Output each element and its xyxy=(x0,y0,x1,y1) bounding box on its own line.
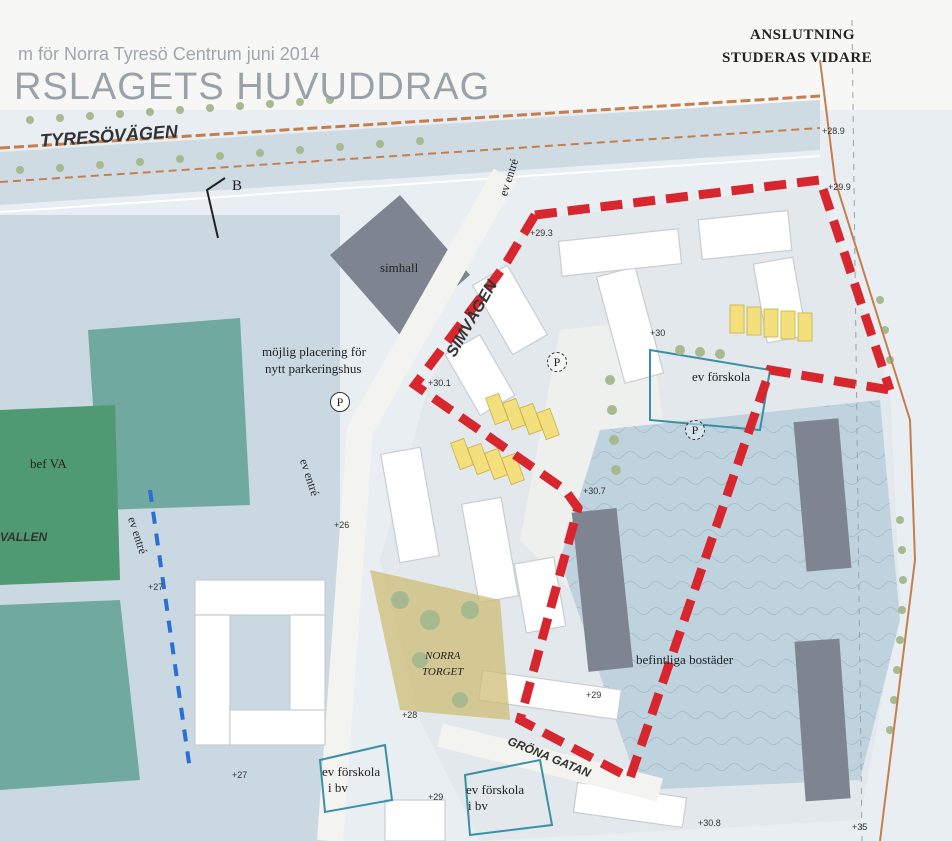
road-white-line xyxy=(0,155,821,213)
existing-building-2 xyxy=(571,508,634,672)
elevation-marker: +29.9 xyxy=(828,182,851,192)
preschool-outline-2 xyxy=(318,743,394,814)
connection-note-line2: STUDERAS VIDARE xyxy=(722,50,873,66)
sports-field-lower xyxy=(0,600,140,790)
elevation-marker: +29.3 xyxy=(530,228,553,238)
elevation-marker: +35 xyxy=(852,822,868,832)
planning-boundary xyxy=(408,175,895,785)
label-parking-line1: möjlig placering för xyxy=(262,344,366,359)
label-preschool-1: ev förskola xyxy=(692,369,751,384)
elevation-marker: +28.9 xyxy=(822,126,845,136)
header-strip xyxy=(0,0,952,110)
parking-symbol-garage: P xyxy=(330,392,350,412)
tree-rows xyxy=(16,96,907,734)
road-edge-south xyxy=(0,127,821,183)
elevation-marker: +26 xyxy=(334,520,350,530)
east-road-edge xyxy=(819,59,917,841)
elevation-marker: +29 xyxy=(586,690,602,700)
label-parking-line2: nytt parkeringshus xyxy=(265,361,362,376)
section-marker-label: B xyxy=(232,178,243,194)
label-bef-va: bef VA xyxy=(30,456,67,471)
elevation-marker: +29 xyxy=(428,792,444,802)
parking-symbol-existing: P xyxy=(685,420,705,440)
road-label-vallen: VALLEN xyxy=(0,530,48,544)
parking-symbol-north-court: P xyxy=(547,352,567,372)
label-preschool-2-line1: ev förskola xyxy=(322,764,381,779)
blue-path xyxy=(148,489,192,771)
existing-building-3 xyxy=(794,638,851,802)
sports-field-green xyxy=(0,405,120,585)
dashed-boundary-line xyxy=(851,19,863,841)
label-preschool-3-line1: ev förskola xyxy=(466,782,525,797)
label-simhall: simhall xyxy=(380,260,419,275)
elevation-marker: +27 xyxy=(232,770,248,780)
grona-gatan-road xyxy=(437,723,663,802)
existing-building-1 xyxy=(793,418,852,572)
label-norra-torget-line1: NORRA xyxy=(425,650,461,662)
label-preschool-2-line2: i bv xyxy=(328,780,348,795)
preschool-outline-3 xyxy=(463,758,554,837)
elevation-marker: +30 xyxy=(650,328,666,338)
simvagen-road xyxy=(317,168,517,841)
label-norra-torget-line2: TORGET xyxy=(422,666,464,678)
label-existing-housing: befintliga bostäder xyxy=(636,652,734,667)
tyresovagen-road xyxy=(0,100,820,205)
preschool-outline-1 xyxy=(649,348,772,432)
elevation-marker: +30.1 xyxy=(428,378,451,388)
elevation-marker: +27 xyxy=(148,582,164,592)
connection-note-line1: ANSLUTNING xyxy=(750,27,856,43)
yellow-plots xyxy=(450,304,813,486)
sports-field-upper xyxy=(88,318,250,510)
section-marker-symbol xyxy=(205,177,226,239)
elevation-marker: +30.8 xyxy=(698,818,721,828)
elevation-marker: +30.7 xyxy=(583,486,606,496)
plan-title: RSLAGETS HUVUDDRAG xyxy=(14,66,491,108)
road-edge-north xyxy=(0,94,821,150)
elevation-marker: +28 xyxy=(402,710,418,720)
label-preschool-3-line2: i bv xyxy=(468,798,488,813)
plan-subtitle: m för Norra Tyresö Centrum juni 2014 xyxy=(18,44,320,64)
